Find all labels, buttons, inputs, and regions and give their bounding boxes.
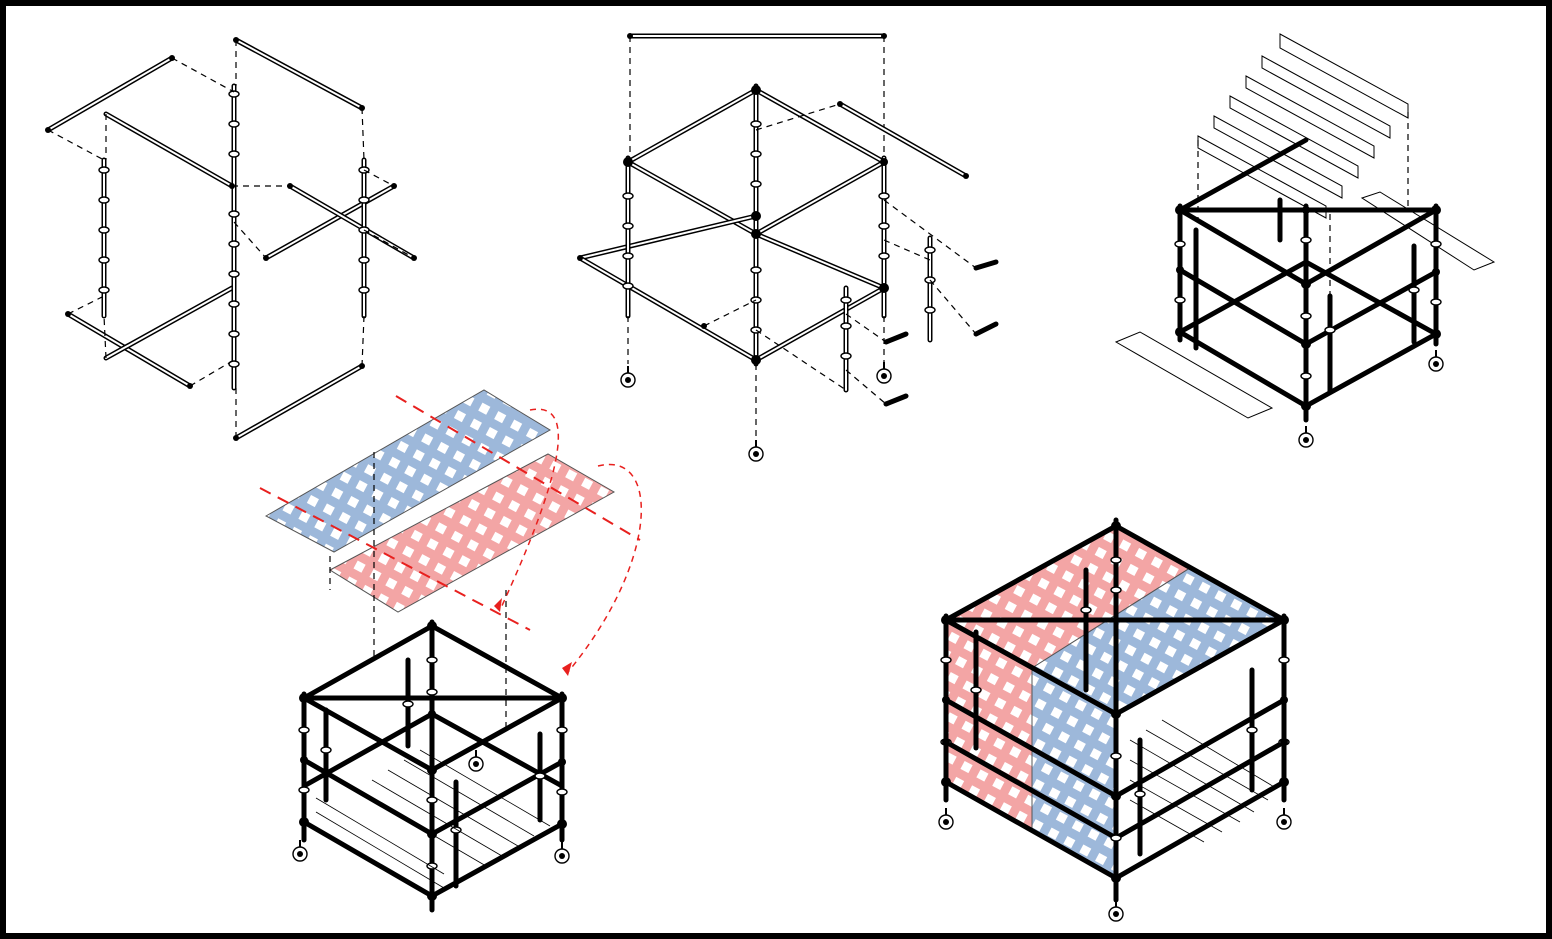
fold-arrow [499, 408, 560, 611]
standards [98, 83, 370, 391]
loose-fittings [627, 103, 999, 440]
mesh-panel-red [328, 453, 616, 613]
step-4-mesh-panels-explode [259, 389, 643, 913]
floor-slats [1129, 719, 1277, 843]
plank-right [1360, 191, 1496, 271]
assembly-guides [47, 40, 415, 438]
step-1-frame-explode [45, 37, 417, 441]
assembled-frame [298, 619, 568, 913]
coupler-node-icon [941, 521, 1289, 883]
step-2-bracing-explode [577, 33, 999, 462]
assembled-frame [1174, 137, 1442, 423]
step-5-assembled-with-panels [938, 517, 1292, 922]
fold-arrow [567, 463, 643, 673]
step-3-stair-and-planks [1114, 33, 1496, 448]
mesh-panel-blue [264, 389, 551, 553]
plank-left [1114, 331, 1274, 419]
lower-frame [577, 101, 969, 363]
coupler-node-icon [1175, 205, 1441, 411]
coupler-node-icon [299, 621, 567, 901]
coupler-node-icon [45, 37, 417, 441]
coupler-node-icon [577, 33, 969, 365]
fold-line [259, 487, 531, 631]
fold-line [395, 395, 641, 541]
floor-slats [315, 749, 551, 889]
top-frame [625, 87, 887, 237]
